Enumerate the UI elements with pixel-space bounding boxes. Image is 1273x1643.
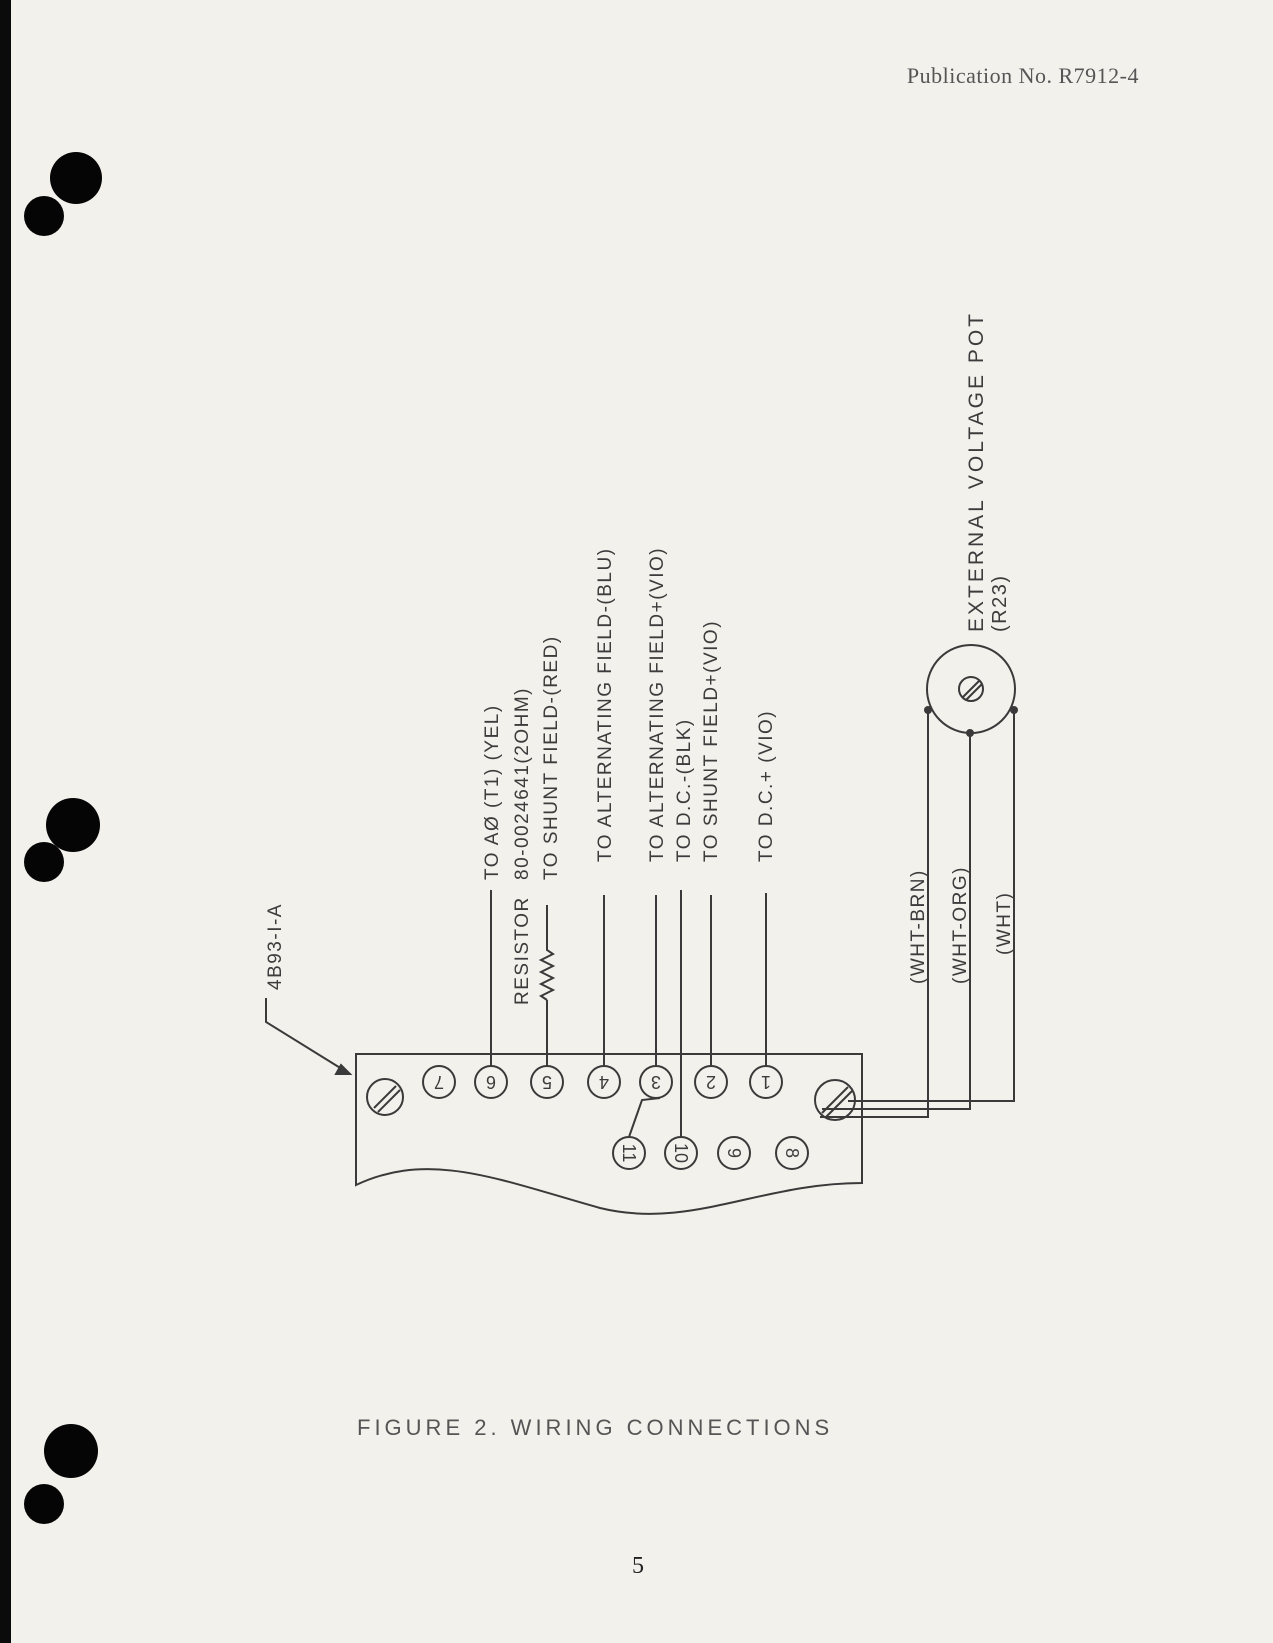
page-left-edge [0,0,11,1643]
pot-adjust-screw [958,676,984,702]
terminal-label: 11 [619,1144,639,1163]
terminal-label: 7 [434,1072,444,1092]
pot-wire-label-wht: (WHT) [994,892,1015,955]
terminal-label: 8 [782,1148,802,1158]
part-number-leader [265,998,351,1075]
wire-label-t2: TO SHUNT FIELD+(VIO) [701,620,722,862]
terminal-label: 6 [486,1072,496,1092]
mounting-screw-left [366,1078,404,1116]
binder-hole [44,1424,98,1478]
resistor-label: RESISTOR [512,896,533,1005]
pot-label: EXTERNAL VOLTAGE POT [965,311,988,632]
pot-wire-wht-brn [820,708,929,1118]
terminal-label: 5 [542,1072,552,1092]
pot-wire-wht-org [822,733,971,1110]
binder-hole [24,196,64,236]
resistor-value-label: 80-0024641(2OHM) [512,687,533,880]
terminal-board [355,1053,863,1215]
pot-wire-label-wht-org: (WHT-ORG) [950,866,971,984]
binder-hole [24,1484,64,1524]
terminal-7 [422,1065,456,1099]
wire-label-t4: TO ALTERNATING FIELD-(BLU) [595,547,616,862]
terminal-label: 3 [651,1072,661,1092]
wire-label-t10: TO D.C.-(BLK) [674,718,695,862]
terminal-label: 10 [671,1143,691,1163]
terminal-label: 9 [724,1148,744,1158]
wire-label-t1: TO D.C.+ (VIO) [756,710,777,862]
pot-wire-label-wht-brn: (WHT-BRN) [908,869,929,984]
binder-hole [50,152,102,204]
resistor-symbol [538,905,556,1001]
terminal-8 [775,1136,809,1170]
jumper-11-3 [628,1097,661,1138]
page-number: 5 [632,1553,644,1579]
terminal-9 [717,1136,751,1170]
wire-label-t3: TO ALTERNATING FIELD+(VIO) [647,547,668,862]
terminal-label: 2 [706,1072,716,1092]
pot-wire-wht [848,708,1015,1102]
pot-ref-label: (R23) [989,574,1011,632]
wire-label-t5: TO SHUNT FIELD-(RED) [541,635,562,880]
figure-caption: FIGURE 2. WIRING CONNECTIONS [357,1415,834,1440]
binder-hole [24,842,64,882]
wire-label-t6: TO AØ (T1) (YEL) [482,704,503,880]
terminal-label: 1 [761,1072,771,1092]
binder-hole [46,798,100,852]
publication-number: Publication No. R7912-4 [906,63,1139,88]
terminal-label: 4 [599,1072,609,1092]
part-number-label: 4B93-I-A [265,903,286,990]
